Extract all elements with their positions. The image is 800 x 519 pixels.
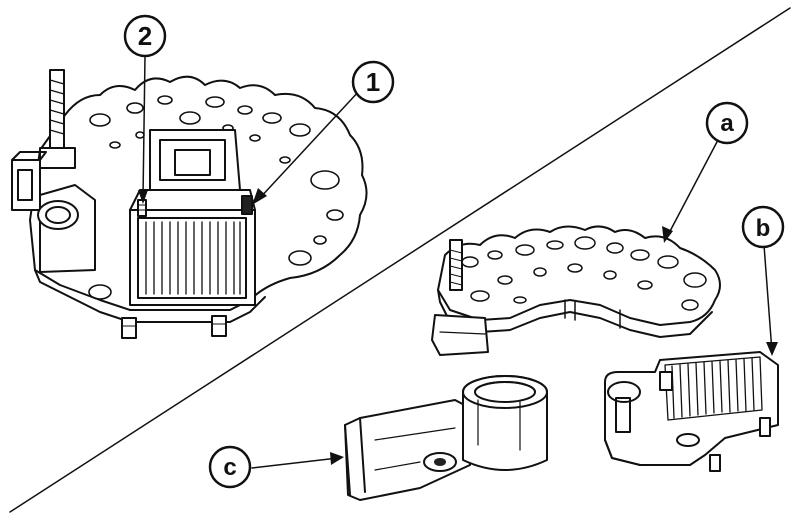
arrowhead-2 <box>138 190 148 204</box>
rectifier-side-block <box>431 314 489 356</box>
leader-line-1 <box>257 89 361 201</box>
arrowhead-1 <box>252 188 267 205</box>
diagonal-divider <box>9 7 791 513</box>
screw-2 <box>137 199 147 217</box>
leader-line-b <box>763 244 773 353</box>
rectifier-plate-a <box>431 225 721 356</box>
arrowhead-a <box>662 226 673 243</box>
callout-b-label: b <box>756 215 771 242</box>
leader-line-2 <box>142 55 146 199</box>
rectifier-plate-holes <box>461 236 707 311</box>
callout-2-label: 2 <box>138 21 152 51</box>
callout-1: 1 <box>351 60 395 104</box>
callout-a: a <box>705 101 749 145</box>
assembled-threaded-stud <box>39 69 76 169</box>
brush-holder-body <box>344 399 471 501</box>
screw-1 <box>241 195 253 215</box>
rectifier-stud <box>449 239 463 291</box>
leader-line-a <box>667 139 719 236</box>
assembled-bottom-terminals <box>121 315 227 339</box>
assembled-plate-holes <box>88 95 344 300</box>
voltage-regulator-b <box>604 351 779 472</box>
leader-line-c <box>251 457 339 469</box>
brush-holder-c <box>344 375 548 501</box>
arrowhead-b <box>766 342 778 356</box>
callout-a-label: a <box>720 110 734 137</box>
brush-holder-cylinder <box>462 375 548 471</box>
assembled-brush-holder <box>149 129 241 191</box>
callout-2: 2 <box>123 14 167 58</box>
arrowhead-c <box>330 452 344 465</box>
rectifier-plate-outline <box>437 225 721 326</box>
callout-c-label: c <box>223 454 236 481</box>
rectifier-diode-pins <box>564 299 621 329</box>
callout-c: c <box>208 445 252 489</box>
assembled-rectifier-unit <box>11 69 368 339</box>
callout-1-label: 1 <box>366 67 380 97</box>
regulator-heatsink-fins <box>664 356 763 421</box>
callout-b: b <box>741 205 785 249</box>
assembled-connector-block <box>11 151 96 273</box>
assembled-regulator-heatsink <box>129 189 256 306</box>
